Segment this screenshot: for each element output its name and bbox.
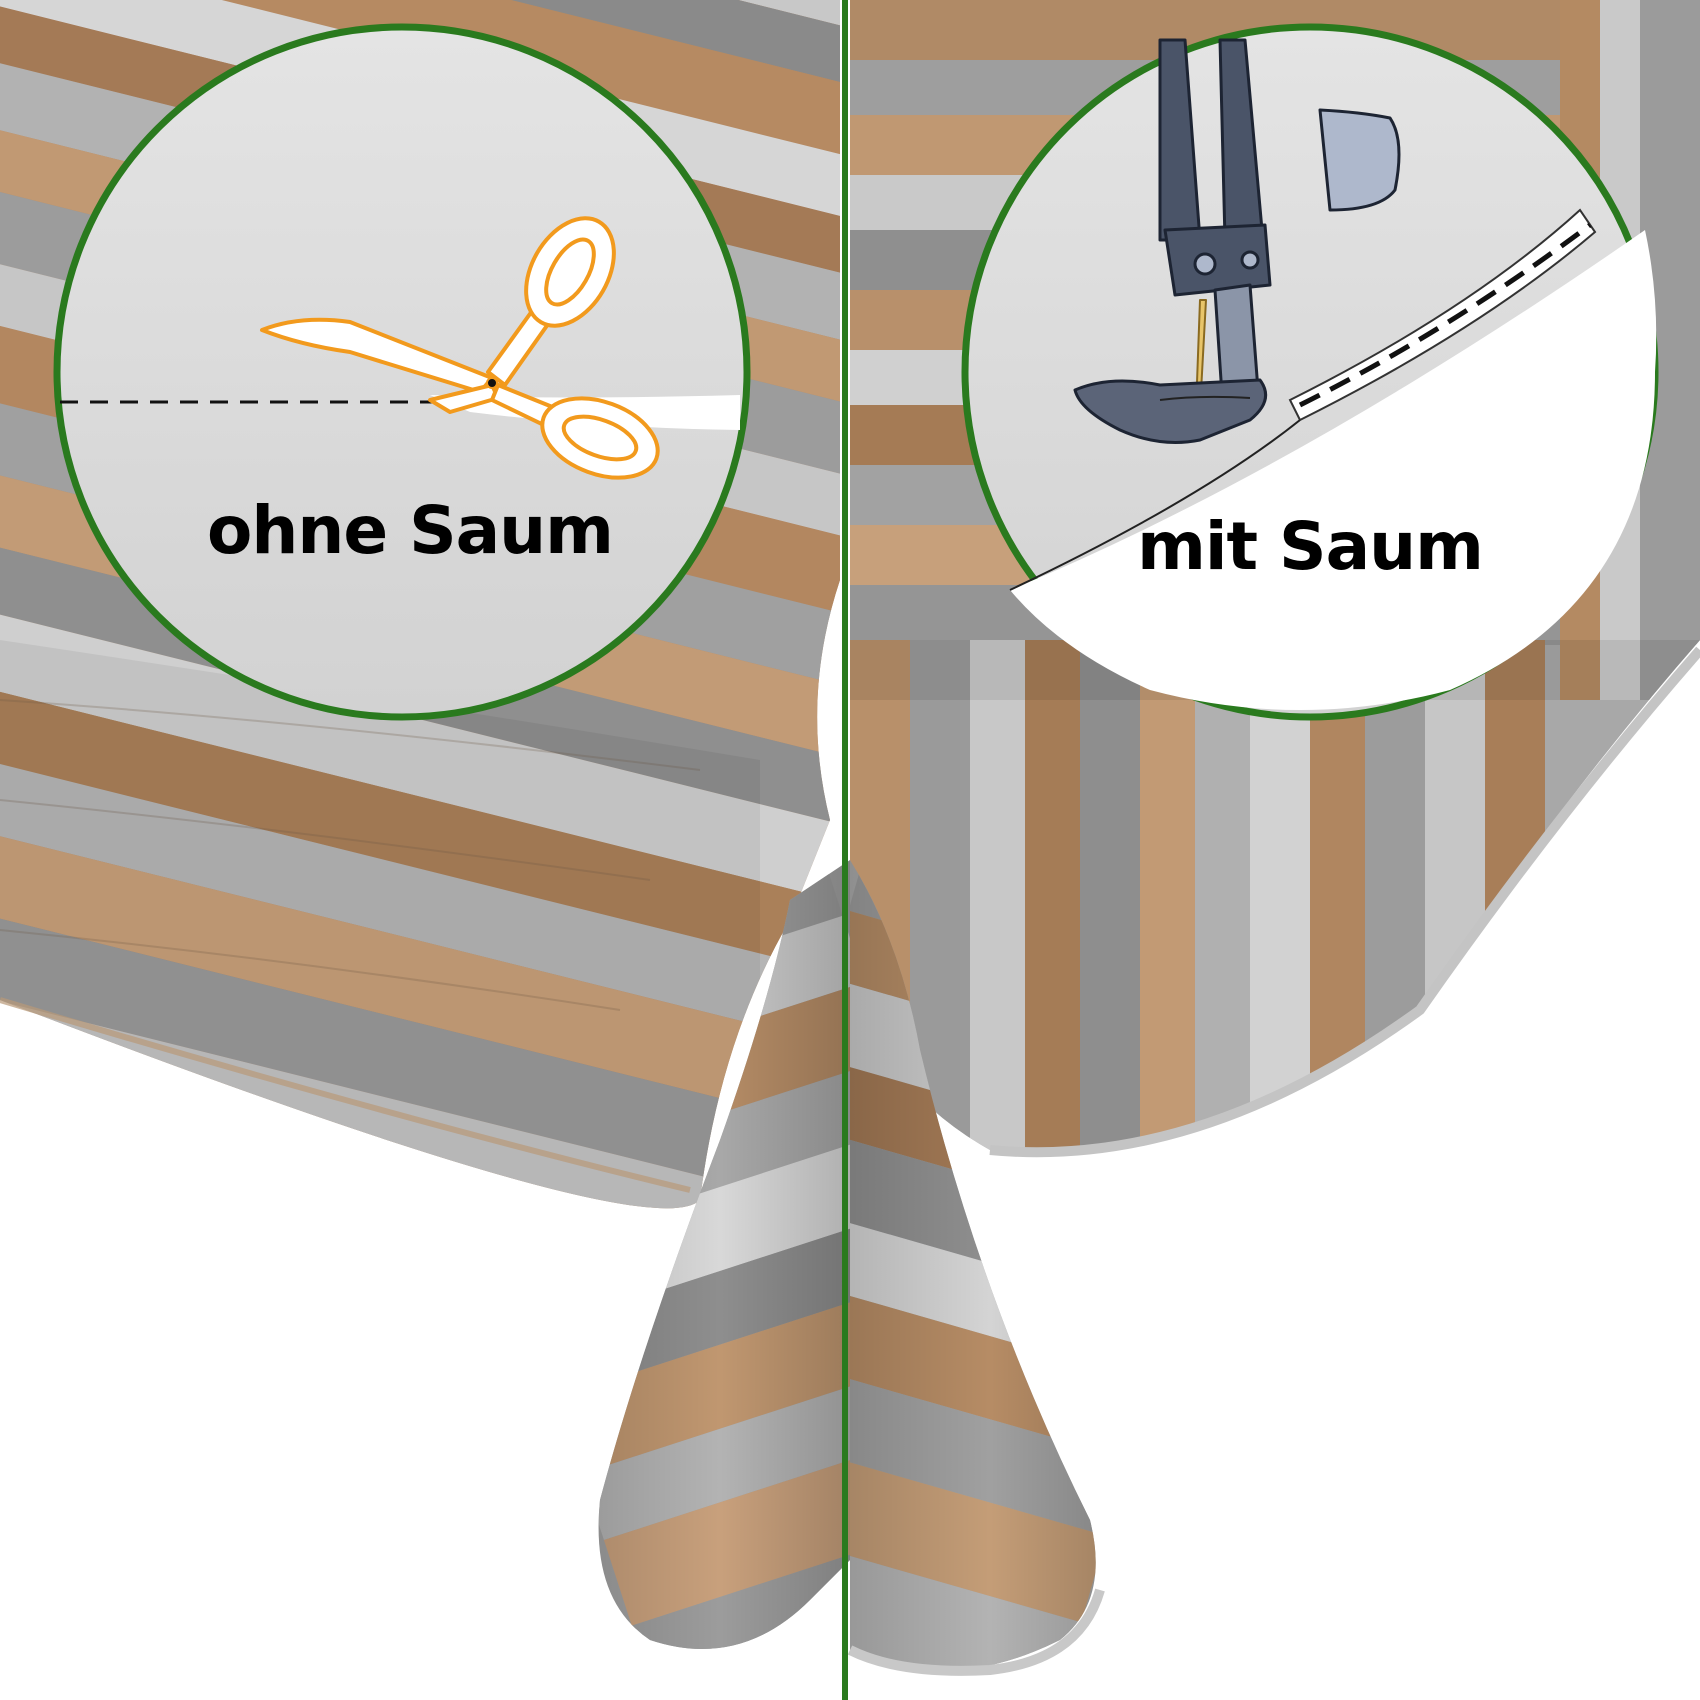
right-detail-circle: [961, 23, 1659, 721]
sewing-machine-foot-icon: [1073, 38, 1401, 444]
scissors-icon: [260, 216, 660, 480]
fabric-area: [1010, 230, 1657, 710]
ohne-saum-label: ohne Saum: [207, 492, 614, 569]
mit-saum-label: mit Saum: [1137, 508, 1484, 585]
left-detail-circle: [53, 23, 751, 721]
stitch-line: [1298, 222, 1592, 408]
